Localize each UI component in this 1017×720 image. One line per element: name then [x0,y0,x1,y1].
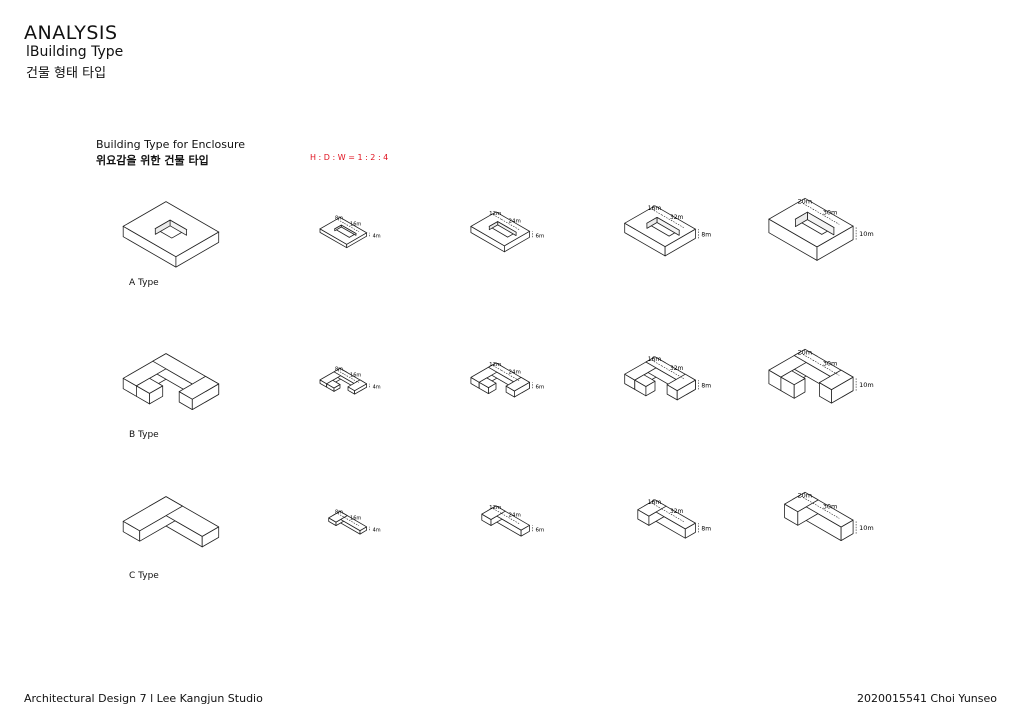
dim-height-label: 10m [859,381,874,389]
block-c-shape-8m: 16m 32m 8m [624,356,711,401]
dim-depth-label: 20m [797,198,812,206]
footer-course: Architectural Design 7 l Lee Kangjun Stu… [24,692,263,705]
type-l-shape-reference [122,496,220,548]
dim-width-label: 30m [823,209,838,217]
dim-height-label: 8m [701,232,711,239]
dim-depth-label: 12m [489,362,501,368]
dim-height-label: 10m [859,230,874,238]
dim-width-label: 32m [670,365,684,372]
block-c-shape-10m: 20m 30m 10m [768,349,874,404]
type-label-b: B Type [129,430,159,440]
dim-height-label: 4m [373,527,381,533]
dim-height-label: 4m [373,384,381,390]
block-l-shape-8m: 16m 32m 8m [637,499,711,539]
type-label-c: C Type [129,571,159,581]
page-subtitle-en: lBuilding Type [26,44,124,60]
type-ring-reference [122,201,220,268]
dim-depth-label: 20m [797,349,812,357]
page-title: ANALYSIS [24,22,118,44]
dim-height-label: 8m [701,526,711,533]
section-title-ko: 위요감을 위한 건물 타입 [96,154,209,167]
dim-width-label: 30m [823,503,838,511]
dim-width-label: 16m [350,516,361,522]
block-c-shape-4m: 8m 16m 4m [319,366,381,395]
dim-width-label: 32m [670,508,684,515]
dim-height-label: 6m [536,384,545,390]
dim-depth-label: 16m [648,499,662,506]
block-ring-8m: 16m 32m 8m [623,205,711,257]
type-c-shape-reference [122,353,220,411]
dim-depth-label: 8m [335,509,343,515]
dim-height-label: 10m [859,524,874,532]
dim-height-label: 4m [373,233,381,239]
dim-width-label: 16m [350,373,361,379]
block-ring-6m: 12m 24m 6m [470,211,545,253]
dim-width-label: 16m [350,222,361,228]
ratio-label: H : D : W = 1 : 2 : 4 [310,153,389,162]
dim-depth-label: 16m [648,205,662,212]
dim-height-label: 6m [536,527,545,533]
dim-depth-label: 16m [648,356,662,363]
block-c-shape-6m: 12m 24m 6m [470,362,545,398]
dim-depth-label: 8m [335,215,343,221]
dim-depth-label: 12m [489,505,501,511]
block-ring-4m: 8m 16m 4m [319,215,381,249]
dim-depth-label: 8m [335,366,343,372]
block-ring-10m: 20m 30m 10m [768,198,874,261]
dim-depth-label: 20m [797,492,812,500]
dim-width-label: 24m [508,370,520,376]
page-subtitle-ko: 건물 형태 타입 [26,66,107,81]
section-title-en: Building Type for Enclosure [96,138,246,151]
footer-student: 2020015541 Choi Yunseo [856,692,997,705]
dim-width-label: 24m [508,513,520,519]
dim-height-label: 6m [536,233,545,239]
type-label-a: A Type [129,278,159,288]
dim-width-label: 24m [508,219,520,225]
block-l-shape-6m: 12m 24m 6m [481,505,545,537]
dim-width-label: 32m [670,214,684,221]
dim-width-label: 30m [823,360,838,368]
dim-depth-label: 12m [489,211,501,217]
block-l-shape-10m: 20m 30m 10m [784,492,874,541]
dim-height-label: 8m [701,383,711,390]
block-l-shape-4m: 8m 16m 4m [328,509,381,535]
